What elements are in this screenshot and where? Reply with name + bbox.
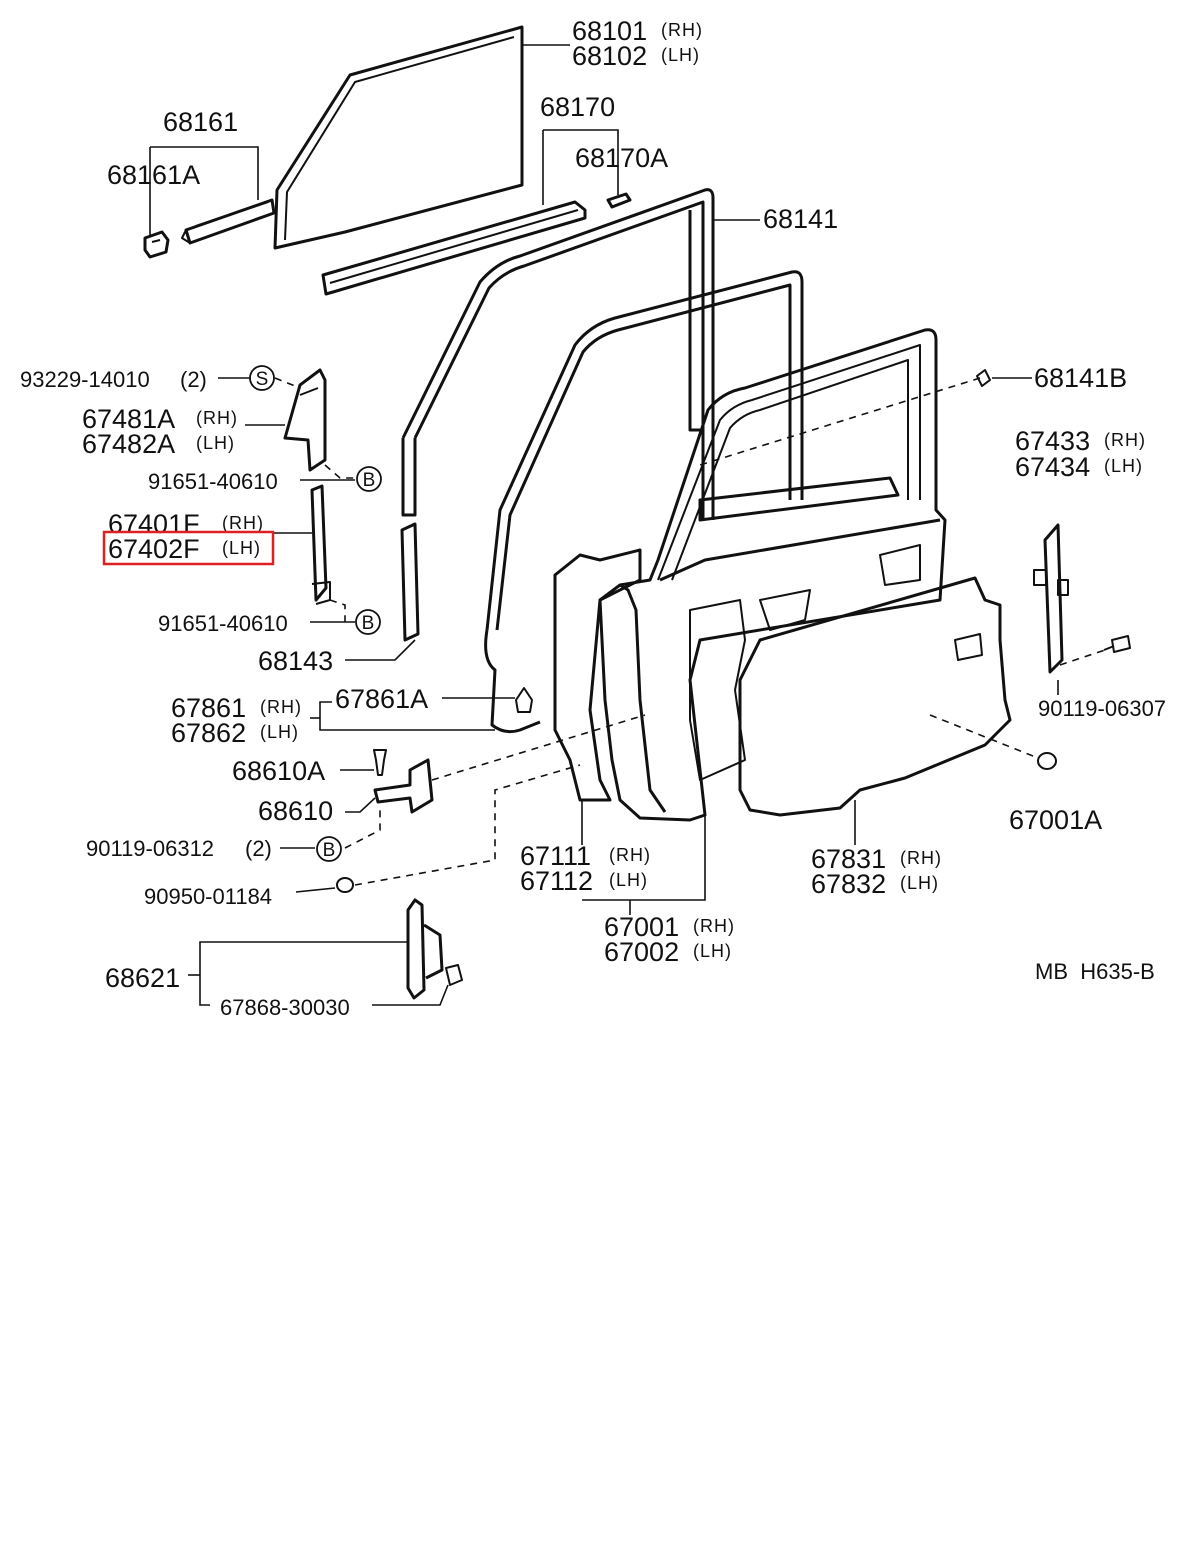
belt-weatherstrip[interactable]	[321, 200, 587, 296]
run-channel[interactable]	[181, 198, 276, 245]
label-67002: 67002	[604, 937, 679, 967]
svg-text:S: S	[256, 369, 269, 390]
label-67481A: 67481A	[82, 404, 175, 434]
label-68101: 68101	[572, 16, 647, 46]
label-67861: 67861	[171, 693, 246, 723]
label-68141: 68141	[763, 204, 838, 234]
label-67433: 67433	[1015, 426, 1090, 456]
label-67831: 67831	[811, 844, 886, 874]
label-68610A: 68610A	[232, 756, 325, 786]
label-67862: 67862	[171, 718, 246, 748]
svg-text:(RH): (RH)	[693, 916, 735, 936]
rear-lower-sash[interactable]	[1033, 523, 1069, 674]
label-68161: 68161	[163, 107, 238, 137]
symbol-b-3: B	[316, 836, 342, 862]
door-weatherstrip[interactable]	[401, 188, 715, 520]
hinge-screw[interactable]	[445, 964, 463, 986]
svg-text:(2): (2)	[180, 367, 207, 392]
label-68610: 68610	[258, 796, 333, 826]
door-trim-board[interactable]	[738, 576, 1012, 817]
hinge-pin[interactable]	[373, 749, 387, 776]
label-90950-01184: 90950-01184	[144, 884, 272, 909]
svg-text:(LH): (LH)	[661, 45, 700, 65]
label-68170: 68170	[540, 92, 615, 122]
svg-text:(RH): (RH)	[1104, 430, 1146, 450]
label-68143: 68143	[258, 646, 333, 676]
label-68102: 68102	[572, 41, 647, 71]
sash-bolt[interactable]	[1103, 635, 1131, 653]
weatherstrip-clip-b[interactable]	[976, 369, 991, 387]
channel-clip[interactable]	[143, 230, 170, 259]
trim-clip[interactable]	[1037, 752, 1057, 770]
label-91651-40610-lower: 91651-40610	[158, 611, 288, 636]
svg-text:(2): (2)	[245, 836, 272, 861]
weatherstrip-clip[interactable]	[606, 192, 632, 209]
door-clip[interactable]	[515, 687, 533, 713]
door-check[interactable]	[373, 758, 434, 814]
label-68161A: 68161A	[107, 160, 200, 190]
lower-weatherstrip[interactable]	[400, 522, 420, 642]
svg-text:(LH): (LH)	[609, 870, 648, 890]
label-67112: 67112	[520, 866, 593, 896]
label-67001: 67001	[604, 912, 679, 942]
svg-text:B: B	[363, 470, 376, 491]
svg-text:(RH): (RH)	[609, 845, 651, 865]
label-67401F: 67401F	[108, 509, 200, 539]
door-glass[interactable]	[273, 25, 524, 250]
front-lower-sash[interactable]	[310, 484, 331, 605]
part-labels: 68101 (RH) 68102 (LH) 68161 68161A 68170…	[20, 16, 1166, 1020]
label-67868-30030: 67868-30030	[220, 995, 350, 1020]
svg-text:(RH): (RH)	[260, 697, 302, 717]
label-67832: 67832	[811, 869, 886, 899]
label-68170A: 68170A	[575, 143, 668, 173]
svg-text:(RH): (RH)	[900, 848, 942, 868]
label-90119-06307: 90119-06307	[1038, 696, 1166, 721]
label-93229-14010: 93229-14010	[20, 367, 150, 392]
label-67111: 67111	[520, 841, 591, 871]
svg-text:B: B	[362, 613, 375, 634]
svg-text:(RH): (RH)	[222, 513, 264, 533]
highlight-box	[102, 530, 275, 566]
drawing-code: MB H635-B	[1035, 959, 1155, 984]
symbol-b-2: B	[355, 609, 381, 635]
symbol-b-1: B	[356, 466, 382, 492]
door-shell[interactable]	[553, 328, 947, 822]
label-91651-40610-upper: 91651-40610	[148, 469, 278, 494]
svg-text:(LH): (LH)	[693, 941, 732, 961]
label-67001A: 67001A	[1009, 805, 1102, 835]
svg-text:(LH): (LH)	[1104, 456, 1143, 476]
svg-text:(RH): (RH)	[661, 20, 703, 40]
door-hinge[interactable]	[406, 898, 444, 1000]
symbol-s: S	[249, 365, 275, 391]
label-67402F: 67402F	[108, 534, 200, 564]
svg-text:(RH): (RH)	[196, 408, 238, 428]
label-68141B: 68141B	[1034, 363, 1127, 393]
label-67434: 67434	[1015, 452, 1090, 482]
hole-plug[interactable]	[336, 877, 354, 893]
front-lower-sash-bracket[interactable]	[283, 368, 327, 472]
svg-text:(LH): (LH)	[196, 433, 235, 453]
label-90119-06312: 90119-06312	[86, 836, 214, 861]
door-frame-seal[interactable]	[484, 270, 804, 734]
svg-text:(LH): (LH)	[900, 873, 939, 893]
label-68621: 68621	[105, 963, 180, 993]
label-67861A: 67861A	[335, 684, 428, 714]
label-67482A: 67482A	[82, 429, 175, 459]
svg-text:B: B	[323, 840, 336, 861]
leader-lines	[149, 44, 1106, 1006]
svg-text:(LH): (LH)	[260, 722, 299, 742]
svg-text:(LH): (LH)	[222, 538, 261, 558]
